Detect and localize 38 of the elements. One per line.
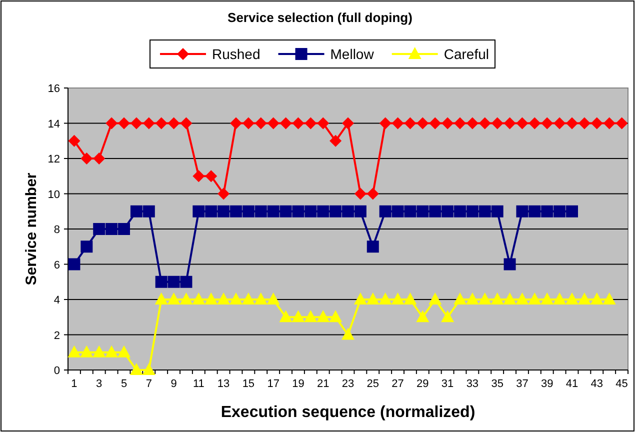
x-tick-label: 33 xyxy=(466,378,479,390)
x-tick-label: 7 xyxy=(146,378,152,390)
x-tick-label: 45 xyxy=(616,378,628,390)
x-tick-label: 5 xyxy=(120,378,128,390)
x-tick-label: 9 xyxy=(170,378,177,390)
y-tick-label: 6 xyxy=(54,259,60,272)
x-tick-label: 3 xyxy=(96,378,102,390)
x-tick-label: 29 xyxy=(416,378,429,390)
x-tick-label: 31 xyxy=(441,378,454,390)
x-tick-label: 41 xyxy=(566,378,578,390)
y-tick-label: 10 xyxy=(48,188,60,201)
x-tick-label: 11 xyxy=(192,378,204,390)
x-axis-title: Execution sequence (normalized) xyxy=(220,404,476,421)
x-tick-label: 39 xyxy=(540,378,554,390)
legend-label: Careful xyxy=(444,46,489,62)
chart-title: Service selection (full doping) xyxy=(228,10,412,25)
x-tick-label: 25 xyxy=(366,378,380,390)
legend-label: Rushed xyxy=(212,46,260,62)
x-tick-label: 27 xyxy=(392,378,404,390)
legend-label: Mellow xyxy=(330,46,374,62)
x-tick-label: 13 xyxy=(217,378,230,390)
x-tick-label: 35 xyxy=(491,378,504,390)
y-axis-title: Service number xyxy=(23,172,40,286)
x-tick-label: 1 xyxy=(71,378,78,390)
x-tick-label: 21 xyxy=(316,378,330,390)
x-tick-label: 19 xyxy=(292,378,304,390)
x-tick-label: 43 xyxy=(590,378,604,390)
y-tick-label: 8 xyxy=(54,224,60,236)
y-tick-label: 4 xyxy=(54,294,60,306)
y-tick-label: 2 xyxy=(54,330,60,342)
x-tick-label: 15 xyxy=(242,378,255,390)
x-tick-label: 23 xyxy=(342,378,354,390)
y-tick-label: 0 xyxy=(54,365,60,377)
x-tick-label: 37 xyxy=(516,378,528,390)
y-tick-label: 12 xyxy=(48,154,60,166)
y-tick-label: 16 xyxy=(48,83,60,95)
x-tick-label: 17 xyxy=(267,378,280,390)
y-tick-label: 14 xyxy=(48,118,60,130)
